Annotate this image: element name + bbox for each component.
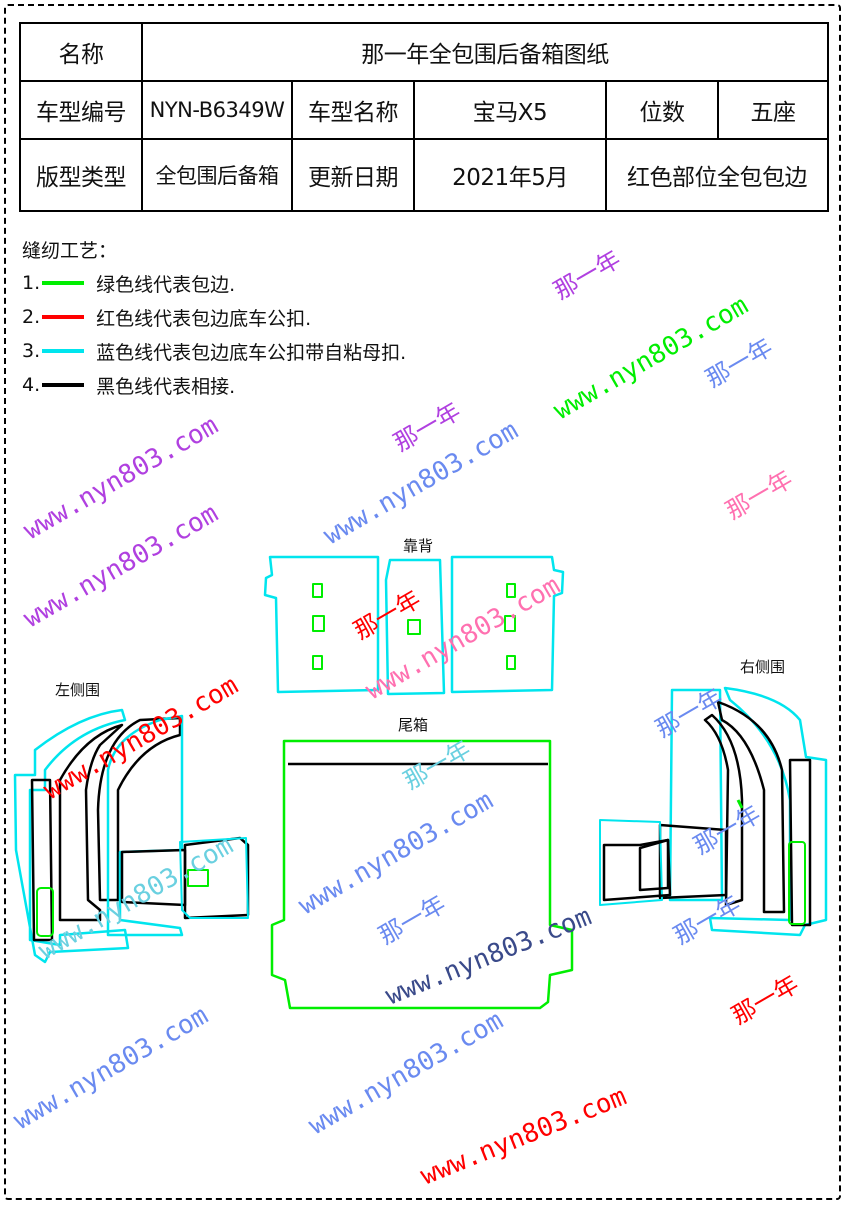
watermark-url: www.nyn803.com [9, 1001, 214, 1137]
legend-item: 1.绿色线代表包边. [22, 272, 236, 296]
watermark-brand: 那一年 [701, 333, 777, 393]
page-border [4, 4, 841, 1200]
watermark-url: www.nyn803.com [361, 571, 566, 707]
watermark-brand: 那一年 [721, 465, 797, 525]
watermark-url: www.nyn803.com [294, 786, 499, 922]
pattern-type-label: 版型类型 [19, 138, 143, 212]
trunk-label: 尾箱 [398, 716, 428, 734]
cyan-line-swatch [42, 349, 85, 353]
left-side-label: 左侧围 [55, 681, 100, 699]
note-value: 红色部位全包包边 [604, 138, 830, 212]
legend-item: 3.蓝色线代表包边底车公扣带自粘母扣. [22, 340, 407, 364]
legend-item: 4.黑色线代表相接. [22, 374, 236, 398]
watermark-url: www.nyn803.com [416, 1082, 630, 1192]
left-side-pieces [13, 708, 250, 964]
red-line-swatch [42, 315, 85, 319]
legend-item: 2.红色线代表包边底车公扣. [22, 306, 312, 330]
green-line-swatch [42, 281, 85, 285]
update-date-label: 更新日期 [291, 138, 415, 212]
watermark-brand: 那一年 [727, 970, 803, 1030]
watermark-brand: 那一年 [549, 245, 625, 305]
right-side-pieces [599, 686, 828, 937]
spec-table: 名称 那一年全包围后备箱图纸 车型编号 NYN-B6349W 车型名称 宝马X5… [19, 22, 830, 212]
seatback-cutouts [312, 583, 516, 670]
watermark-brand: 那一年 [399, 735, 475, 795]
seats-value: 五座 [716, 80, 830, 140]
sewing-legend: 缝纫工艺： 1.绿色线代表包边. 2.红色线代表包边底车公扣. 3.蓝色线代表包… [22, 232, 406, 402]
watermark-brand: 那一年 [374, 890, 450, 950]
seats-label: 位数 [605, 80, 719, 140]
right-side-label: 右侧围 [740, 658, 785, 676]
model-name-value: 宝马X5 [413, 80, 607, 140]
model-code-value: NYN-B6349W [141, 80, 293, 140]
seatback-pieces [263, 555, 565, 696]
legend-title: 缝纫工艺： [22, 239, 118, 262]
pattern-type-value: 全包围后备箱 [141, 138, 293, 212]
update-date-value: 2021年5月 [413, 138, 607, 212]
watermark-url: www.nyn803.com [304, 1006, 509, 1142]
seatback-label: 靠背 [403, 537, 433, 555]
name-value: 那一年全包围后备箱图纸 [140, 22, 830, 82]
model-code-label: 车型编号 [19, 80, 143, 140]
name-label: 名称 [19, 22, 143, 82]
black-line-swatch [42, 383, 85, 387]
trunk-floor-piece [270, 739, 574, 1010]
model-name-label: 车型名称 [291, 80, 415, 140]
